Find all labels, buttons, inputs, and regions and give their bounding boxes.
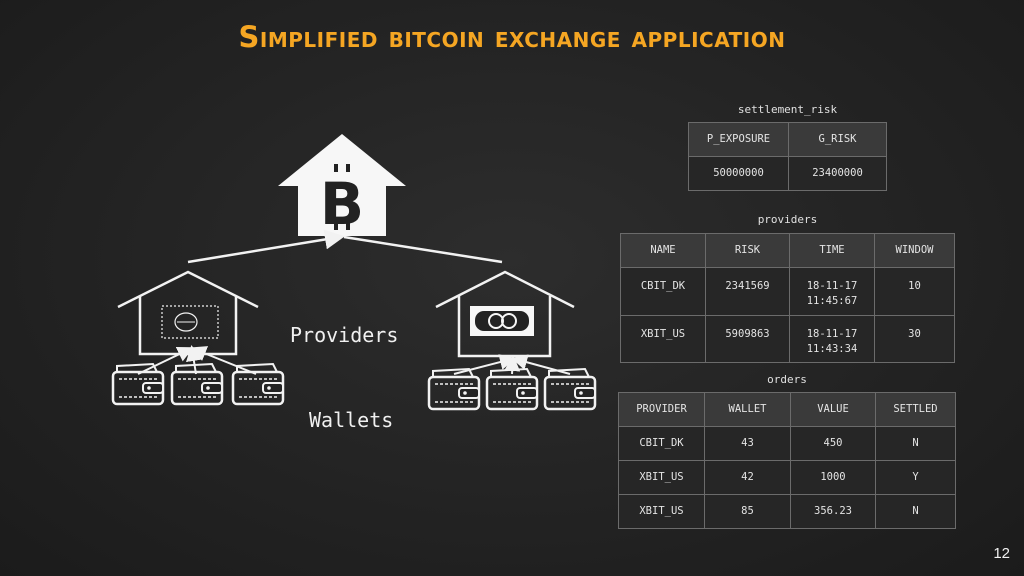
table-cell: XBIT_US bbox=[618, 494, 705, 529]
table-cell: 42 bbox=[704, 460, 791, 495]
column-header: WALLET bbox=[704, 392, 791, 427]
settlement-risk-caption: settlement_risk bbox=[737, 103, 838, 116]
table-cell: N bbox=[875, 426, 956, 461]
table-cell: 5909863 bbox=[725, 328, 770, 340]
column-header: PROVIDER bbox=[618, 392, 705, 427]
wallet-icon bbox=[170, 362, 224, 406]
column-header: SETTLED bbox=[875, 392, 956, 427]
connector-line-right bbox=[343, 235, 503, 264]
table-row: CBIT_DK 43 450 N bbox=[618, 426, 956, 461]
table-cell: CBIT_DK bbox=[640, 280, 686, 292]
column-header: VALUE bbox=[790, 392, 876, 427]
table-cell: 450 bbox=[790, 426, 876, 461]
table-cell: 85 bbox=[704, 494, 791, 529]
table-cell: 23400000 bbox=[788, 156, 887, 191]
table-row: 50000000 23400000 bbox=[688, 156, 887, 191]
table-cell: 1000 bbox=[790, 460, 876, 495]
wallets-label: Wallets bbox=[309, 408, 394, 432]
orders-caption: orders bbox=[767, 373, 807, 386]
column-header: RISK bbox=[705, 233, 790, 268]
table-cell: XBIT_US bbox=[618, 460, 705, 495]
wallet-icon bbox=[485, 367, 539, 411]
table-cell: CBIT_DK bbox=[618, 426, 705, 461]
provider-house-card-icon bbox=[117, 270, 259, 356]
table-cell-time: 11:43:34 bbox=[806, 343, 858, 355]
wallet-icon bbox=[111, 362, 165, 406]
table-cell-time: 11:45:67 bbox=[806, 295, 858, 307]
svg-text:B: B bbox=[320, 170, 364, 238]
table-cell: XBIT_US bbox=[640, 328, 686, 340]
wallet-icon bbox=[543, 367, 597, 411]
table-cell: 10 bbox=[908, 280, 921, 292]
providers-label: Providers bbox=[290, 323, 399, 347]
table-row: XBIT_US 42 1000 Y bbox=[618, 460, 956, 495]
table-cell-date: 18-11-17 bbox=[806, 328, 858, 340]
wallet-icon bbox=[231, 362, 285, 406]
table-cell: 43 bbox=[704, 426, 791, 461]
table-cell: 356.23 bbox=[790, 494, 876, 529]
page-number: 12 bbox=[993, 545, 1010, 562]
wallet-icon bbox=[427, 367, 481, 411]
table-row: XBIT_US 5909863 18-11-17 11:43:34 30 bbox=[620, 315, 955, 363]
settlement-risk-table: P_EXPOSURE G_RISK 50000000 23400000 bbox=[688, 122, 887, 191]
bitcoin-house-icon: B bbox=[278, 134, 406, 238]
provider-house-cash-icon bbox=[435, 270, 575, 358]
table-cell: 2341569 bbox=[725, 280, 770, 292]
table-cell: 30 bbox=[908, 328, 921, 340]
column-header: NAME bbox=[620, 233, 706, 268]
column-header: WINDOW bbox=[874, 233, 955, 268]
table-cell: Y bbox=[875, 460, 956, 495]
column-header: G_RISK bbox=[788, 122, 887, 157]
providers-caption: providers bbox=[757, 213, 818, 226]
table-cell: N bbox=[875, 494, 956, 529]
slide-title: Simplified bitcoin exchange application bbox=[238, 20, 786, 54]
orders-table: PROVIDER WALLET VALUE SETTLED CBIT_DK 43… bbox=[618, 392, 956, 529]
table-row: XBIT_US 85 356.23 N bbox=[618, 494, 956, 529]
connector-line-left bbox=[187, 229, 345, 264]
column-header: TIME bbox=[789, 233, 875, 268]
column-header: P_EXPOSURE bbox=[688, 122, 789, 157]
table-cell: 50000000 bbox=[688, 156, 789, 191]
table-row: CBIT_DK 2341569 18-11-17 11:45:67 10 bbox=[620, 267, 955, 316]
table-cell-date: 18-11-17 bbox=[806, 280, 858, 292]
providers-table: NAME RISK TIME WINDOW CBIT_DK 2341569 18… bbox=[620, 233, 955, 363]
